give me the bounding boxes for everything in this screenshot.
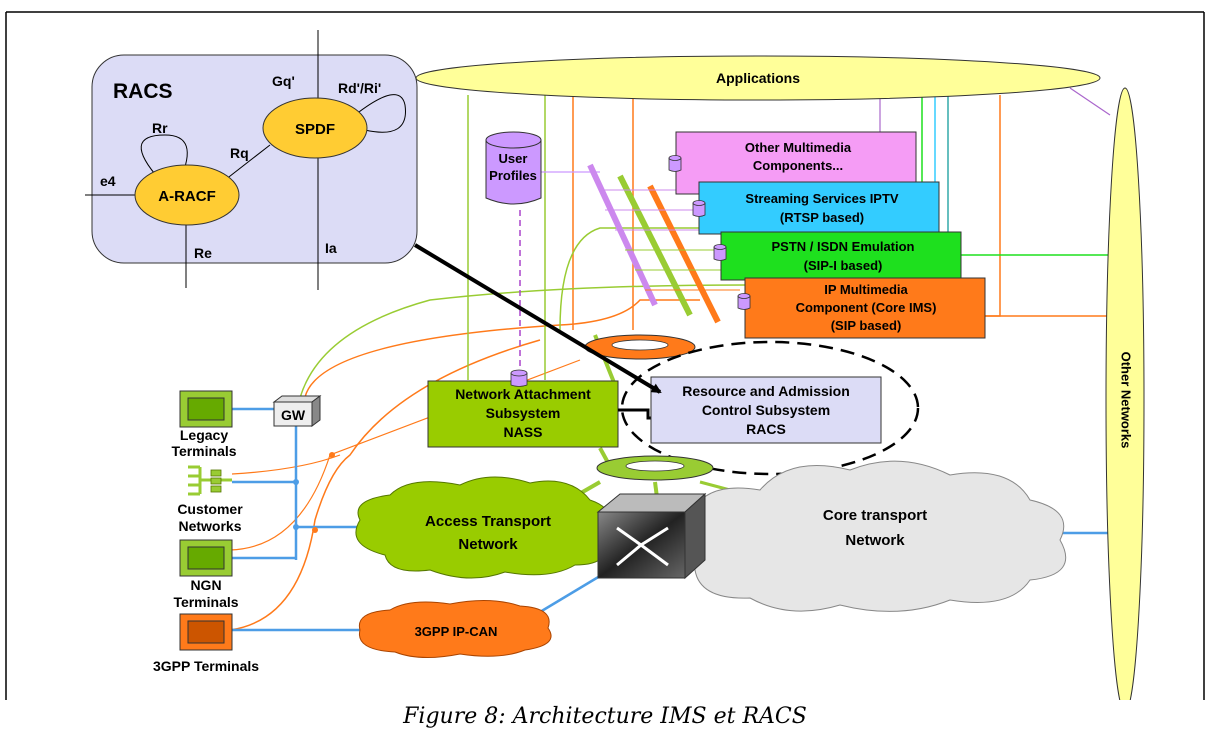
- svg-text:Resource and Admission: Resource and Admission: [682, 383, 850, 399]
- svg-text:Network: Network: [458, 536, 518, 553]
- pstn-isdn-box: PSTN / ISDN Emulation (SIP-I based): [713, 231, 962, 281]
- svg-text:3GPP IP-CAN: 3GPP IP-CAN: [415, 624, 498, 639]
- applications-label: Applications: [716, 70, 800, 86]
- ref-rq: Rq: [230, 145, 249, 161]
- aracf-node: A-RACF: [158, 188, 216, 205]
- svg-text:(SIP based): (SIP based): [831, 318, 902, 333]
- svg-text:Terminals: Terminals: [171, 443, 236, 459]
- ref-gq: Gq': [272, 73, 295, 89]
- racs-dashed-outline: [620, 340, 920, 476]
- svg-text:Customer: Customer: [177, 501, 243, 517]
- ip-multimedia-box: IP Multimedia Component (Core IMS) (SIP …: [737, 277, 986, 339]
- zoom-arrow: [413, 243, 662, 394]
- svg-text:Components...: Components...: [753, 158, 843, 173]
- access-transport-cloud: Access Transport Network: [355, 476, 611, 579]
- ims-architecture-diagram: Applications Other Networks RACS SPDF A-…: [5, 11, 1205, 713]
- user-profiles-db: User Profiles: [485, 131, 542, 205]
- other-networks-bus: Other Networks: [1105, 87, 1145, 713]
- racs-title: RACS: [113, 80, 173, 103]
- ref-rd-ri: Rd'/Ri': [338, 80, 381, 96]
- svg-text:Networks: Networks: [178, 518, 241, 534]
- other-networks-label: Other Networks: [1119, 352, 1134, 449]
- figure-caption: Figure 8: Architecture IMS et RACS: [403, 704, 807, 729]
- svg-text:RACS: RACS: [746, 421, 786, 437]
- svg-text:Access Transport: Access Transport: [425, 513, 551, 530]
- nass-box: Network Attachment Subsystem NASS: [427, 369, 619, 448]
- svg-text:User: User: [499, 151, 528, 166]
- racs-detail-box: RACS SPDF A-RACF Gq' Rd'/Ri' Rr Rq e4 Re…: [85, 30, 418, 290]
- spdf-node: SPDF: [295, 121, 335, 138]
- ngn-terminal: NGN Terminals: [173, 539, 239, 610]
- svg-text:Other Multimedia: Other Multimedia: [745, 140, 852, 155]
- svg-text:Streaming Services IPTV: Streaming Services IPTV: [745, 191, 899, 206]
- applications-bus: Applications: [415, 55, 1101, 101]
- gpp-terminal: 3GPP Terminals: [153, 613, 259, 674]
- svg-text:IP Multimedia: IP Multimedia: [824, 282, 908, 297]
- svg-text:Network: Network: [845, 532, 905, 549]
- ref-e4: e4: [100, 173, 116, 189]
- diagonal-bars: [587, 163, 740, 324]
- orange-ring: [584, 334, 696, 360]
- router-icon: [596, 492, 707, 580]
- svg-text:Subsystem: Subsystem: [486, 405, 561, 421]
- ref-ia: Ia: [325, 240, 337, 256]
- svg-text:NGN: NGN: [190, 577, 221, 593]
- svg-text:Control Subsystem: Control Subsystem: [702, 402, 830, 418]
- green-ring: [596, 455, 714, 481]
- svg-text:Profiles: Profiles: [489, 168, 537, 183]
- legacy-terminal: Legacy Terminals: [171, 390, 237, 459]
- svg-text:Legacy: Legacy: [180, 427, 228, 443]
- svg-text:3GPP Terminals: 3GPP Terminals: [153, 658, 259, 674]
- ref-rr: Rr: [152, 120, 168, 136]
- streaming-services-box: Streaming Services IPTV (RTSP based): [692, 181, 940, 235]
- customer-networks-terminal: Customer Networks: [177, 465, 243, 534]
- gpp-ipcan-cloud: 3GPP IP-CAN: [358, 599, 552, 659]
- svg-text:(SIP-I based): (SIP-I based): [804, 258, 883, 273]
- svg-text:(RTSP based): (RTSP based): [780, 210, 864, 225]
- ref-re: Re: [194, 245, 212, 261]
- svg-text:Network Attachment: Network Attachment: [455, 386, 591, 402]
- svg-text:GW: GW: [281, 407, 306, 423]
- racs-subsystem-box: Resource and Admission Control Subsystem…: [650, 376, 882, 444]
- svg-text:Core transport: Core transport: [823, 507, 927, 524]
- svg-text:NASS: NASS: [504, 424, 543, 440]
- svg-text:Terminals: Terminals: [173, 594, 238, 610]
- gateway-box: GW: [272, 395, 322, 427]
- svg-text:Component (Core IMS): Component (Core IMS): [796, 300, 937, 315]
- svg-text:PSTN / ISDN Emulation: PSTN / ISDN Emulation: [771, 239, 914, 254]
- core-transport-cloud: Core transport Network: [678, 460, 1067, 612]
